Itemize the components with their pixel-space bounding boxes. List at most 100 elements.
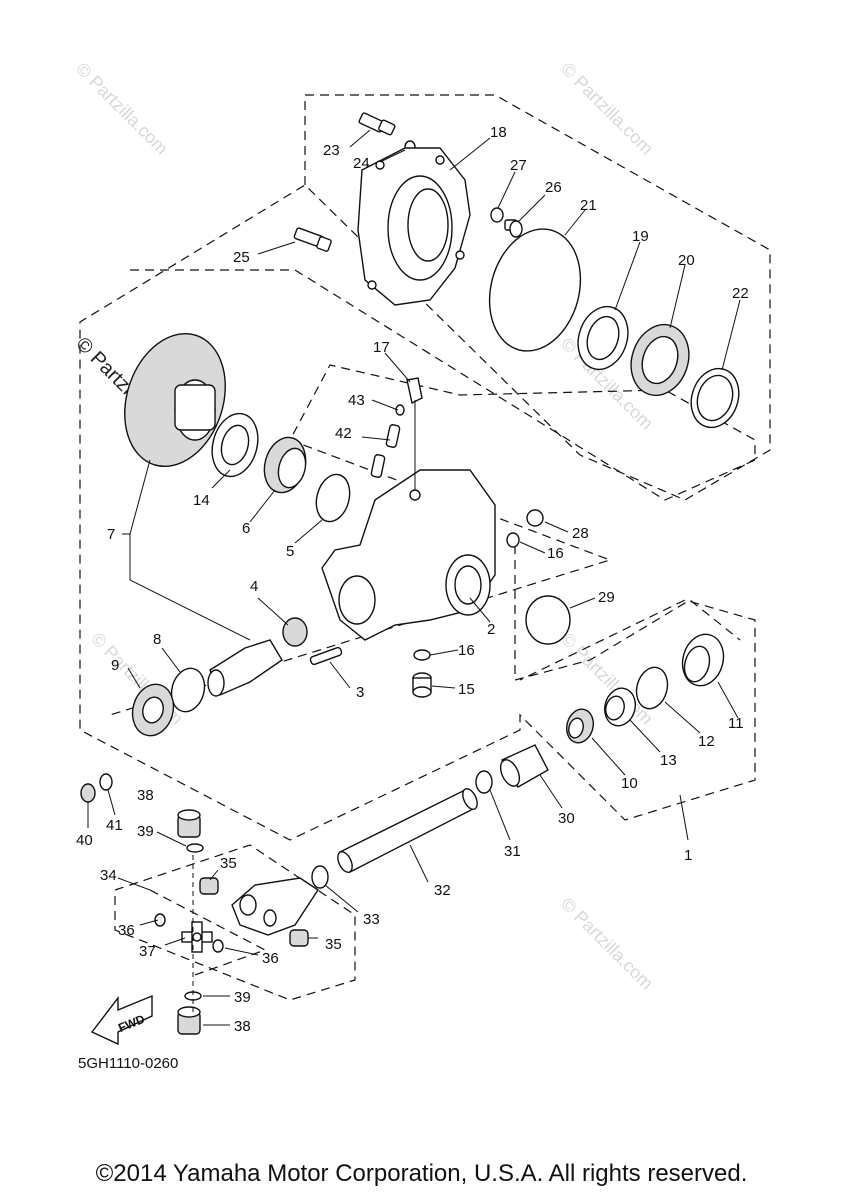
callout-35: 35	[325, 936, 342, 953]
bearing-35a-shape	[199, 877, 219, 895]
callout-4: 4	[250, 578, 258, 595]
ring-gear-7-shape	[124, 332, 226, 468]
circlip-8-shape	[170, 667, 206, 713]
leader	[591, 737, 626, 776]
circlip-33-shape	[311, 865, 329, 889]
ring-nut-11-shape	[681, 633, 725, 687]
nut-40-shape	[80, 783, 96, 803]
callout-6: 6	[242, 520, 250, 537]
bolt-25-shape	[293, 227, 332, 252]
watermark: © Partzilla.com	[72, 59, 172, 159]
pinion-gear-shape	[207, 639, 283, 697]
leader	[129, 459, 151, 535]
leader	[409, 844, 429, 883]
leader	[294, 519, 323, 544]
watermark: © Partzilla.com	[557, 59, 657, 159]
callout-35: 35	[220, 855, 237, 872]
pin-42a-shape	[385, 424, 401, 448]
leader	[489, 789, 511, 841]
leader	[107, 789, 116, 816]
stud-3-shape	[309, 646, 343, 666]
leader	[717, 681, 739, 719]
clip-36a-shape	[154, 913, 166, 927]
outline-oil-seal-group	[514, 545, 741, 681]
callout-36: 36	[262, 950, 279, 967]
seal-5-shape	[315, 473, 351, 523]
callout-23: 23	[323, 142, 340, 159]
leader	[257, 241, 296, 255]
callout-5: 5	[286, 543, 294, 560]
leader	[569, 597, 596, 609]
callout-38: 38	[137, 787, 154, 804]
seal-19-shape	[577, 305, 629, 371]
leader	[224, 947, 259, 956]
callout-1: 1	[684, 847, 692, 864]
callout-33: 33	[363, 911, 380, 928]
drawing-code: 5GH1110-0260	[78, 1055, 178, 1072]
leader	[361, 436, 391, 441]
leader	[669, 264, 686, 329]
callout-39: 39	[137, 823, 154, 840]
bearing-9-shape	[131, 683, 175, 737]
leader	[497, 171, 516, 209]
leader	[664, 701, 701, 734]
callout-13: 13	[660, 752, 677, 769]
bearing-35b-shape	[289, 929, 309, 947]
callout-8: 8	[153, 631, 161, 648]
leader	[249, 489, 276, 523]
callout-36: 36	[118, 922, 135, 939]
leader	[614, 241, 641, 311]
callout-41: 41	[106, 817, 123, 834]
callout-10: 10	[621, 775, 638, 792]
callout-39: 39	[234, 989, 251, 1006]
leader	[211, 469, 231, 489]
leader	[139, 919, 159, 926]
leader-lines	[87, 129, 741, 1026]
leader	[117, 877, 151, 891]
part-shapes: FWD	[80, 112, 740, 1046]
washer-16a-shape	[506, 532, 520, 548]
leader	[371, 399, 399, 411]
callout-34: 34	[100, 867, 117, 884]
leader	[127, 667, 141, 689]
leader	[629, 719, 661, 753]
leader	[349, 129, 371, 148]
circlip-31-shape	[475, 770, 493, 794]
callout-42: 42	[335, 425, 352, 442]
washer-16b-shape	[413, 649, 431, 661]
callout-18: 18	[490, 124, 507, 141]
bearing-housing-18-shape	[357, 147, 471, 306]
callout-29: 29	[598, 589, 615, 606]
leader	[329, 661, 351, 689]
yoke-shape	[231, 877, 319, 936]
callout-38: 38	[234, 1018, 251, 1035]
group-outlines	[79, 94, 771, 1001]
leader	[431, 685, 456, 689]
callout-20: 20	[678, 252, 695, 269]
callout-24: 24	[353, 155, 370, 172]
callout-labels: 23 24 18 27 26 21 25 19 20 22 17 43 42 1…	[76, 124, 749, 1035]
callout-25: 25	[233, 249, 250, 266]
leader	[544, 521, 569, 533]
breather-17-shape	[406, 377, 423, 405]
callout-19: 19	[632, 228, 649, 245]
washer-41-shape	[99, 773, 113, 791]
clip-43-shape	[395, 404, 405, 416]
callout-12: 12	[698, 733, 715, 750]
plug-15-shape	[412, 672, 432, 698]
callout-2: 2	[487, 621, 495, 638]
bolt-23-shape	[358, 112, 396, 136]
fwd-arrow: FWD	[90, 994, 153, 1046]
drive-shaft-32-shape	[337, 788, 478, 873]
leader	[721, 299, 741, 371]
screw-26-shape	[504, 219, 523, 238]
callout-3: 3	[356, 684, 364, 701]
callout-32: 32	[434, 882, 451, 899]
bearing-10-shape	[565, 708, 595, 744]
callout-43: 43	[348, 392, 365, 409]
outline-yoke-group	[114, 844, 356, 1001]
callout-15: 15	[458, 681, 475, 698]
o-ring-21-shape	[488, 228, 582, 352]
callout-37: 37	[139, 943, 156, 960]
